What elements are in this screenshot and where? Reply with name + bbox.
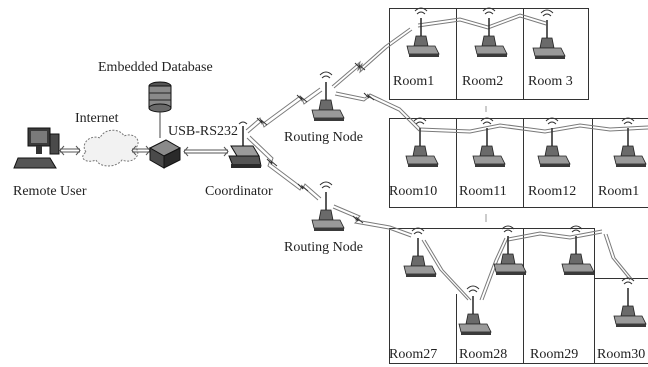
room-label-10: Room10	[389, 184, 438, 199]
embedded-database-icon	[148, 81, 172, 113]
room-label-12: Room12	[528, 184, 577, 199]
room-label-11: Room11	[459, 184, 507, 199]
routing-node-bottom-icon	[311, 181, 345, 232]
room-label-30: Room30	[597, 347, 646, 362]
routing-node-bottom-label: Routing Node	[284, 240, 363, 255]
remote-user-computer-icon	[13, 127, 60, 169]
room-box-29	[523, 228, 595, 364]
coordinator-device-icon	[228, 121, 262, 168]
internet-cloud-icon	[82, 129, 139, 167]
room-label-2: Room2	[462, 74, 504, 89]
room-label-3: Room 3	[528, 74, 573, 89]
coordinator-label: Coordinator	[205, 184, 273, 199]
usb-rs232-link	[183, 146, 229, 157]
internet-label: Internet	[75, 111, 119, 126]
user-internet-link	[59, 145, 81, 156]
room-label-29: Room29	[530, 347, 579, 362]
routing-node-top-label: Routing Node	[284, 130, 363, 145]
room-label-28: Room28	[459, 347, 508, 362]
room-label-1: Room1	[393, 74, 435, 89]
gateway-box-icon	[148, 139, 182, 169]
room-routers-row1	[406, 7, 566, 60]
room-label-13: Room1	[598, 184, 640, 199]
embedded-database-label: Embedded Database	[98, 60, 213, 75]
wireless-links	[245, 13, 648, 301]
room-routers-row2	[405, 117, 647, 168]
usb-rs232-label: USB-RS232	[168, 124, 239, 139]
room-label-27: Room27	[389, 347, 438, 362]
remote-user-label: Remote User	[13, 184, 87, 199]
